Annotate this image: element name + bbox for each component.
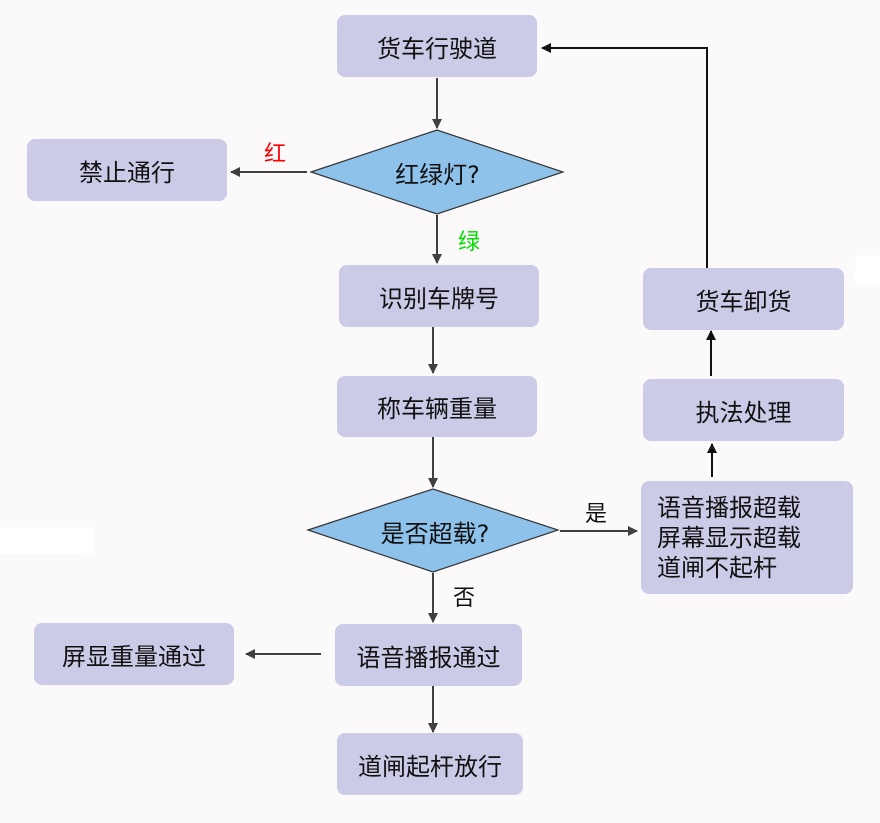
node-traffic-light: 红绿灯?: [395, 160, 480, 189]
edge-label-green: 绿: [458, 230, 481, 255]
alert-line: 道闸不起杆: [657, 553, 777, 582]
node-overload-alert: 语音播报超载 屏幕显示超载 道闸不起杆: [641, 481, 853, 594]
background-patch: [0, 527, 95, 555]
node-truck-driving: 货车行驶道: [337, 15, 537, 77]
edge-label-no: 否: [453, 586, 476, 611]
node-weigh-vehicle: 称车辆重量: [337, 376, 537, 437]
node-unload: 货车卸货: [643, 268, 844, 330]
alert-line: 屏幕显示超载: [657, 523, 801, 552]
node-gate-open: 道闸起杆放行: [337, 733, 523, 795]
edge-label-yes: 是: [585, 502, 608, 527]
edge-label-red: 红: [264, 142, 287, 167]
node-voice-pass: 语音播报通过: [335, 624, 522, 686]
arrow-unload-to-drive: [541, 43, 708, 268]
background-patch: [855, 255, 880, 285]
node-recognize-plate: 识别车牌号: [339, 265, 539, 327]
node-overload-check: 是否超载?: [380, 519, 490, 548]
node-no-pass: 禁止通行: [27, 139, 227, 201]
traffic-light-diamond: [309, 129, 565, 215]
alert-line: 语音播报超载: [657, 493, 801, 522]
node-enforcement: 执法处理: [643, 379, 844, 441]
node-screen-weight-pass: 屏显重量通过: [34, 623, 234, 685]
overload-diamond: [306, 488, 560, 573]
